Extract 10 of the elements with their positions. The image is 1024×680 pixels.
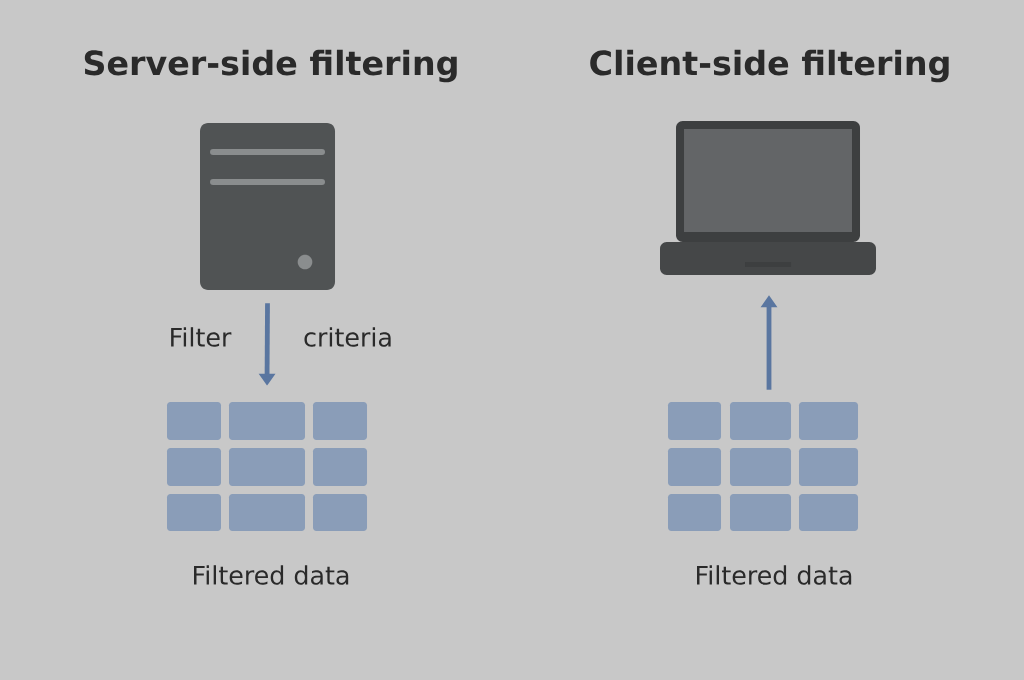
node-label: Filtered data [697, 565, 852, 585]
data-table-drawing [167, 402, 367, 531]
laptop-drawing [660, 121, 876, 275]
data-table-drawing [668, 402, 858, 531]
heading: Client-side filtering [590, 49, 949, 83]
label: Filter [171, 327, 232, 347]
server-drawing [200, 123, 335, 290]
heading: Server-side filtering [84, 49, 457, 83]
node-label: Filtered data [194, 565, 349, 585]
label: criteria [304, 327, 391, 347]
